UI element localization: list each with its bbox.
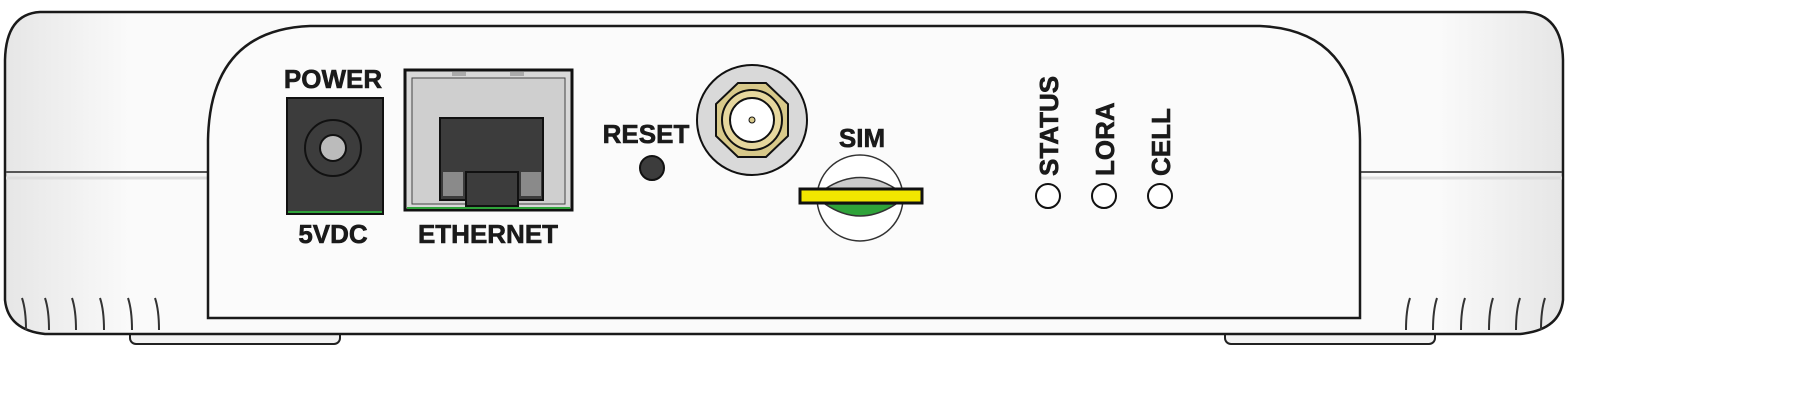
left-vents <box>21 297 160 331</box>
cell-led-icon <box>1147 183 1173 209</box>
led-status-label: STATUS <box>1034 76 1064 176</box>
led-cell: CELL <box>1146 108 1176 209</box>
right-vents <box>1405 297 1546 331</box>
led-lora-label: LORA <box>1090 102 1120 176</box>
lora-led-icon <box>1091 183 1117 209</box>
ethernet-label: ETHERNET <box>418 219 558 249</box>
ethernet-port[interactable] <box>403 68 574 212</box>
power-rating-label: 5VDC <box>298 219 368 249</box>
power-jack[interactable] <box>286 97 384 215</box>
reset-label: RESET <box>603 119 690 149</box>
sim-label: SIM <box>839 123 885 153</box>
power-label: POWER <box>284 64 382 94</box>
reset-button[interactable] <box>639 155 665 181</box>
sim-slot[interactable] <box>798 154 924 242</box>
led-lora: LORA <box>1090 102 1120 209</box>
led-status: STATUS <box>1034 76 1064 209</box>
led-cell-label: CELL <box>1146 108 1176 176</box>
antenna-connector[interactable] <box>696 64 808 176</box>
status-led-icon <box>1035 183 1061 209</box>
